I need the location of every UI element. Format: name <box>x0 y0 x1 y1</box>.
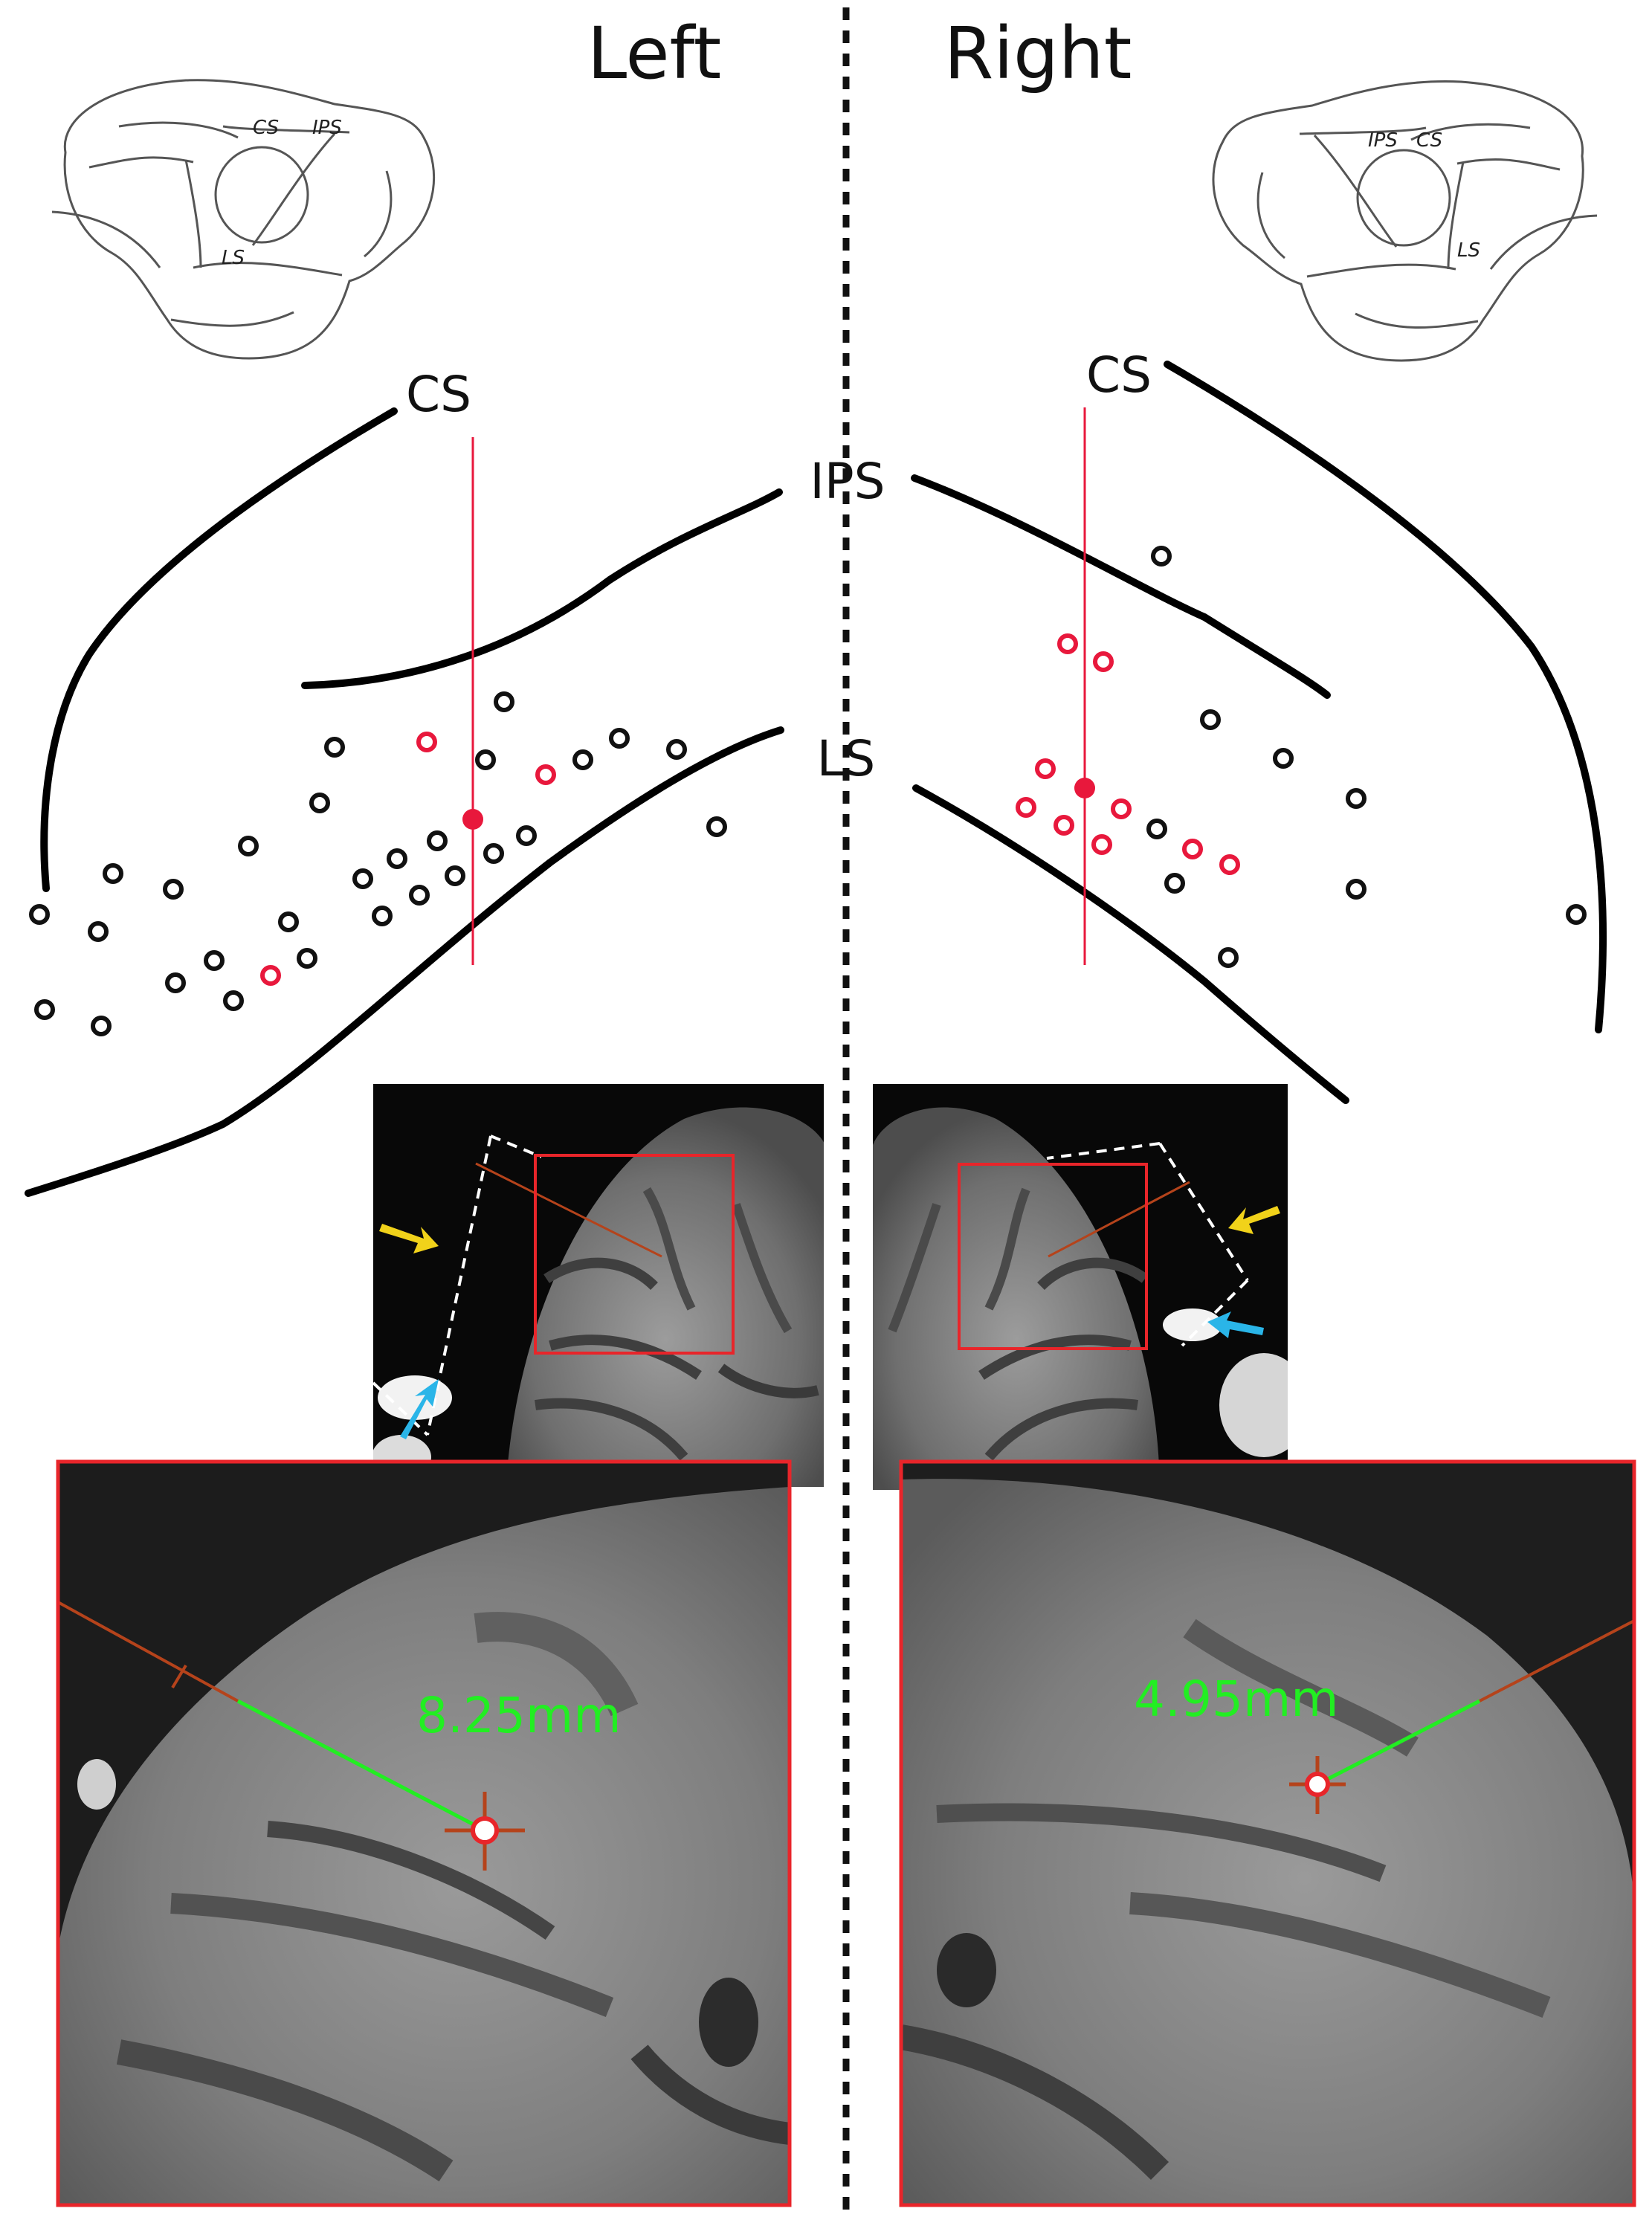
site-marker-red <box>1035 758 1056 779</box>
site-marker-red <box>260 965 281 986</box>
site-marker-red <box>1182 839 1203 859</box>
site-marker <box>204 950 225 971</box>
cyan-arrow-icon <box>1207 1311 1264 1338</box>
header-right: Right <box>944 12 1132 95</box>
site-marker <box>1164 873 1185 894</box>
site-marker <box>223 990 244 1011</box>
site-marker <box>483 843 504 864</box>
site-marker <box>494 691 514 712</box>
site-marker <box>666 739 687 760</box>
right-cs-label: CS <box>1086 346 1152 404</box>
site-marker <box>516 825 537 846</box>
site-marker <box>409 885 430 906</box>
yellow-arrow-icon <box>1228 1206 1280 1234</box>
site-marker <box>309 793 330 813</box>
site-marker <box>297 948 317 969</box>
left-brain-ls-label: LS <box>222 247 245 269</box>
yellow-arrow-icon <box>379 1224 439 1253</box>
right-brain-cs-label: CS <box>1416 129 1442 152</box>
site-marker <box>88 921 109 942</box>
site-marker-red <box>416 732 437 752</box>
left-sites <box>29 691 727 1036</box>
site-marker <box>372 906 393 926</box>
sulcus-lines <box>25 361 1607 1197</box>
right-brain-ips-label: IPS <box>1368 129 1398 152</box>
site-marker-red <box>1016 797 1036 818</box>
site-marker <box>352 868 373 889</box>
left-mri-thumbnail <box>373 1084 824 1487</box>
site-marker <box>427 830 448 851</box>
left-ips-line <box>301 488 783 689</box>
site-marker <box>1346 879 1367 900</box>
site-marker <box>1146 819 1167 839</box>
site-marker <box>445 865 465 886</box>
site-marker <box>1218 947 1239 968</box>
header-left: Left <box>587 12 722 95</box>
site-marker-red <box>1091 834 1112 855</box>
cyan-arrow-icon <box>400 1379 439 1439</box>
site-marker <box>34 999 55 1020</box>
site-marker <box>238 836 259 856</box>
site-marker <box>387 848 407 869</box>
left-distance-label: 8.25mm <box>416 1687 622 1744</box>
site-marker <box>163 879 184 900</box>
site-marker <box>475 749 496 770</box>
site-marker <box>1151 546 1172 567</box>
right-cs-line <box>1164 361 1607 1033</box>
site-marker-red <box>1111 798 1132 819</box>
right-mri-thumbnail <box>873 1084 1288 1490</box>
right-ls-line <box>912 784 1349 1104</box>
left-brain-ips-label: IPS <box>312 117 342 139</box>
site-marker <box>1566 904 1587 925</box>
ips-label: IPS <box>810 453 885 510</box>
ls-label: LS <box>817 730 876 787</box>
site-marker <box>29 904 50 925</box>
left-target-site <box>462 809 483 830</box>
site-marker <box>1346 788 1367 809</box>
site-marker-red <box>1054 815 1074 836</box>
target-crosshair-icon <box>1305 1772 1330 1797</box>
target-crosshair-icon <box>471 1816 499 1845</box>
site-marker <box>165 972 186 993</box>
site-marker <box>572 749 593 770</box>
site-marker <box>609 728 630 749</box>
site-marker <box>706 816 727 837</box>
site-marker <box>1273 748 1294 769</box>
site-marker <box>1200 709 1221 730</box>
left-zoom-panel <box>56 1459 792 2207</box>
left-cs-line <box>40 407 398 892</box>
site-marker-red <box>1219 854 1240 875</box>
site-marker-red <box>1093 651 1114 672</box>
site-marker <box>278 911 299 932</box>
left-brain-sketch <box>51 79 436 360</box>
site-marker-red <box>535 764 556 785</box>
right-zoom-panel <box>899 1459 1636 2207</box>
left-brain-cs-label: CS <box>253 117 279 139</box>
right-ips-line <box>911 474 1331 699</box>
site-marker <box>91 1016 112 1036</box>
right-distance-label: 4.95mm <box>1134 1671 1339 1728</box>
right-brain-ls-label: LS <box>1457 239 1480 262</box>
left-cs-label: CS <box>406 366 471 423</box>
site-marker <box>103 863 123 884</box>
site-marker-red <box>1057 633 1078 654</box>
left-ls-line <box>25 726 784 1197</box>
right-brain-sketch <box>1212 80 1598 362</box>
site-marker <box>324 737 345 758</box>
right-target-site <box>1074 778 1095 798</box>
right-sites <box>1016 546 1587 968</box>
